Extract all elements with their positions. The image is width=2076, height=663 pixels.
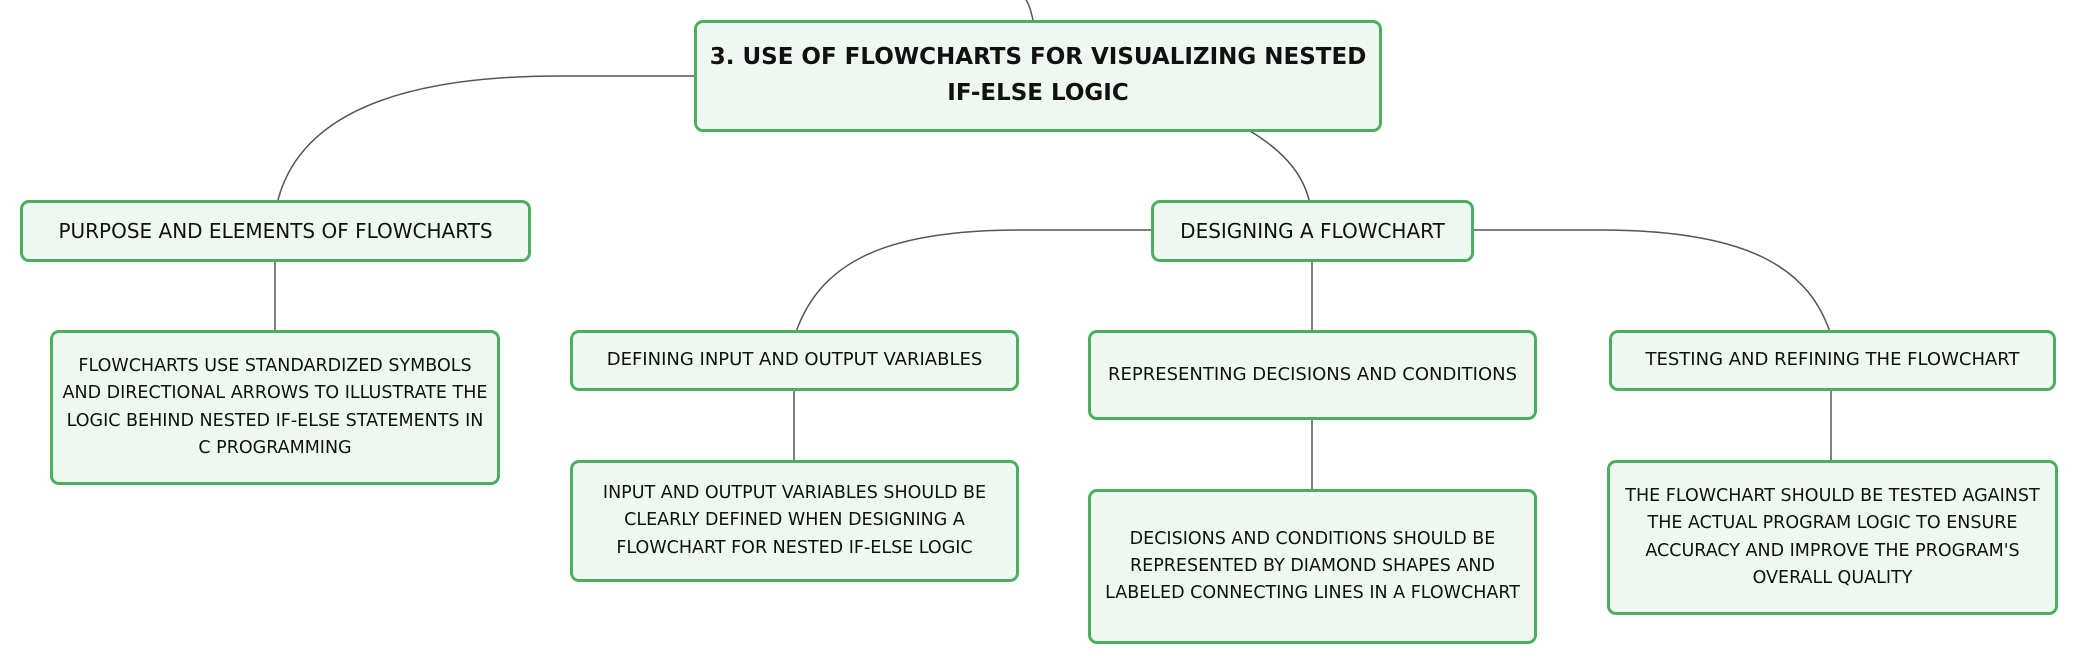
detail-defining-variables[interactable]: INPUT AND OUTPUT VARIABLES SHOULD BE CLE… [570,460,1019,582]
detail-defining-text: INPUT AND OUTPUT VARIABLES SHOULD BE CLE… [602,483,987,558]
root-topic-label: 3. USE OF FLOWCHARTS FOR VISUALIZING NES… [709,44,1367,106]
subtopic-defining-label: DEFINING INPUT AND OUTPUT VARIABLES [606,349,983,371]
detail-testing-text: THE FLOWCHART SHOULD BE TESTED AGAINST T… [1625,486,2040,588]
root-topic[interactable]: 3. USE OF FLOWCHARTS FOR VISUALIZING NES… [694,20,1382,132]
connector-root-purpose [276,75,694,205]
connector-designing-defining [795,229,1152,333]
subtopic-representing-label: REPRESENTING DECISIONS AND CONDITIONS [1107,363,1518,385]
detail-representing-decisions[interactable]: DECISIONS AND CONDITIONS SHOULD BE REPRE… [1088,489,1537,644]
topic-purpose-label: PURPOSE AND ELEMENTS OF FLOWCHARTS [58,218,493,243]
topic-purpose-and-elements[interactable]: PURPOSE AND ELEMENTS OF FLOWCHARTS [20,200,531,262]
subtopic-representing-decisions[interactable]: REPRESENTING DECISIONS AND CONDITIONS [1088,330,1537,420]
subtopic-defining-variables[interactable]: DEFINING INPUT AND OUTPUT VARIABLES [570,330,1019,391]
connector-parent-offscreen [1025,0,1034,21]
detail-testing-refining[interactable]: THE FLOWCHART SHOULD BE TESTED AGAINST T… [1607,460,2058,615]
topic-designing-label: DESIGNING A FLOWCHART [1180,218,1445,243]
subtopic-testing-label: TESTING AND REFINING THE FLOWCHART [1645,349,2020,371]
detail-representing-text: DECISIONS AND CONDITIONS SHOULD BE REPRE… [1105,528,1520,604]
topic-designing-a-flowchart[interactable]: DESIGNING A FLOWCHART [1151,200,1474,262]
detail-purpose[interactable]: FLOWCHARTS USE STANDARDIZED SYMBOLS AND … [50,330,500,485]
subtopic-testing-refining[interactable]: TESTING AND REFINING THE FLOWCHART [1609,330,2056,391]
detail-purpose-text: FLOWCHARTS USE STANDARDIZED SYMBOLS AND … [62,356,488,458]
connector-designing-testing [1473,229,1831,333]
connector-root-designing [1249,130,1311,205]
